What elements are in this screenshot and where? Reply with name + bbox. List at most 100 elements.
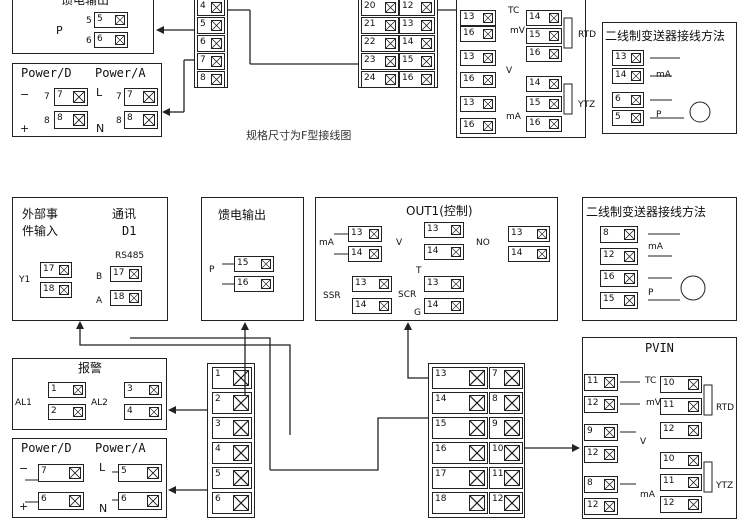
top-block-terminal-left: 24 <box>361 71 399 88</box>
top-pv-ma: mA <box>506 112 521 122</box>
top-feed-terminal: 5 <box>94 12 128 28</box>
power-d-terminal: 7 <box>38 464 84 482</box>
terminal-screw-icon <box>688 477 699 488</box>
block-terminal-right: 7 <box>489 367 523 389</box>
terminal-screw-icon <box>385 74 396 85</box>
terminal-screw-icon <box>604 479 615 490</box>
comm-a: A <box>96 296 103 306</box>
pvin-tc: TC <box>645 376 657 386</box>
terminal-screw-icon <box>604 399 615 410</box>
terminal-screw-icon <box>73 91 85 103</box>
terminal-screw-icon <box>385 2 396 13</box>
two-wire-p: P <box>648 288 654 298</box>
top-two-wire-terminal: 13 <box>612 50 644 66</box>
alarm-al1-terminal: 2 <box>48 404 86 420</box>
terminal-screw-icon <box>211 2 222 13</box>
terminal-screw-icon <box>537 249 547 259</box>
top-two-wire-p: P <box>656 110 662 120</box>
top-block-terminal-right: 13 <box>399 17 435 34</box>
alarm-al2: AL2 <box>91 398 108 408</box>
terminal-screw-icon <box>379 279 389 289</box>
terminal-screw-icon <box>549 99 559 109</box>
terminal-screw-icon <box>451 279 461 289</box>
left-terminal: 2 <box>212 392 252 414</box>
terminal-screw-icon <box>483 13 493 23</box>
top-feed-output-title: 馈电输出 <box>61 0 110 7</box>
top-left-terminal-number: 7 <box>200 55 206 65</box>
terminal-screw-icon <box>385 38 396 49</box>
left-terminal: 6 <box>212 492 252 514</box>
top-left-terminal: 6 <box>197 35 225 52</box>
pvin-left-terminal-number: 12 <box>587 448 599 458</box>
top-block-terminal-left: 20 <box>361 0 399 16</box>
top-block-terminal-left-number: 24 <box>364 73 376 83</box>
terminal-screw-icon <box>233 495 249 511</box>
top-pv-right-terminal: 14 <box>526 10 562 26</box>
out1-no-terminal: 13 <box>508 226 550 242</box>
top-left-terminal: 4 <box>197 0 225 16</box>
terminal-screw-icon <box>143 91 155 103</box>
out1-no-terminal-number: 13 <box>511 228 523 238</box>
terminal-screw-icon <box>233 420 249 436</box>
top-block-terminal-left-number: 23 <box>364 55 376 65</box>
top-block-terminal-right: 16 <box>399 71 435 88</box>
top-pv-right-terminal: 14 <box>526 76 562 92</box>
two-wire-terminal-number: 15 <box>603 294 615 304</box>
terminal-screw-icon <box>483 121 493 131</box>
top-feed-terminal-number: 6 <box>97 34 103 44</box>
top-block-terminal-left-number: 21 <box>364 19 376 29</box>
terminal-screw-icon <box>115 15 125 25</box>
terminal-screw-icon <box>147 495 159 507</box>
terminal-screw-icon <box>261 259 271 269</box>
top-pv-left-terminal: 16 <box>460 72 496 88</box>
top-feed-terminal: 6 <box>94 32 128 48</box>
block-terminal-left-number: 13 <box>435 369 447 379</box>
terminal-screw-icon <box>149 407 159 417</box>
pvin-right-terminal: 12 <box>660 422 702 439</box>
terminal-screw-icon <box>688 401 699 412</box>
block-terminal-right-number: 11 <box>492 469 504 479</box>
block-terminal-right: 11 <box>489 467 523 489</box>
out1-v-terminal: 14 <box>424 244 464 260</box>
terminal-screw-icon <box>537 229 547 239</box>
terminal-screw-icon <box>631 95 641 105</box>
out1-ssr-terminal-number: 13 <box>355 278 367 288</box>
terminal-screw-icon <box>149 385 159 395</box>
top-power-a-title: Power/A <box>95 66 146 80</box>
comm-terminal-number: 18 <box>113 292 125 302</box>
terminal-screw-icon <box>369 229 379 239</box>
pvin-right-terminal: 12 <box>660 496 702 513</box>
top-pv-left-terminal-number: 16 <box>463 28 475 38</box>
comm-terminal: 17 <box>110 266 142 282</box>
top-pv-mv: mV <box>510 26 525 36</box>
block-terminal-left: 17 <box>432 467 488 489</box>
block-terminal-left-number: 18 <box>435 494 447 504</box>
block-terminal-right: 8 <box>489 392 523 414</box>
pvin-right-terminal: 11 <box>660 398 702 415</box>
top-two-wire-ma: mA <box>656 70 671 80</box>
terminal-screw-icon <box>233 470 249 486</box>
ext-comm-box <box>12 197 168 321</box>
out1-ma-terminal-number: 13 <box>351 228 363 238</box>
comm-title: 通讯 <box>112 207 137 221</box>
top-pv-left-terminal-number: 13 <box>463 52 475 62</box>
top-block-terminal-right-number: 14 <box>402 37 414 47</box>
out1-no: NO <box>476 238 490 248</box>
block-terminal-left-number: 17 <box>435 469 447 479</box>
alarm-title: 报警 <box>78 361 103 375</box>
pvin-left-terminal-number: 8 <box>587 478 593 488</box>
top-power-d-pin-7: 7 <box>44 92 50 102</box>
terminal-screw-icon <box>421 38 432 49</box>
terminal-screw-icon <box>59 265 69 275</box>
block-terminal-right-number: 12 <box>492 494 504 504</box>
out1-v-terminal: 13 <box>424 222 464 238</box>
top-pv-left-terminal: 13 <box>460 10 496 26</box>
top-two-wire-terminal: 14 <box>612 68 644 84</box>
left-terminal-number: 5 <box>215 469 221 479</box>
top-left-terminal: 8 <box>197 71 225 88</box>
out1-scr-terminal: 13 <box>424 276 464 292</box>
terminal-screw-icon <box>631 113 641 123</box>
top-two-wire-terminal-number: 13 <box>615 52 627 62</box>
